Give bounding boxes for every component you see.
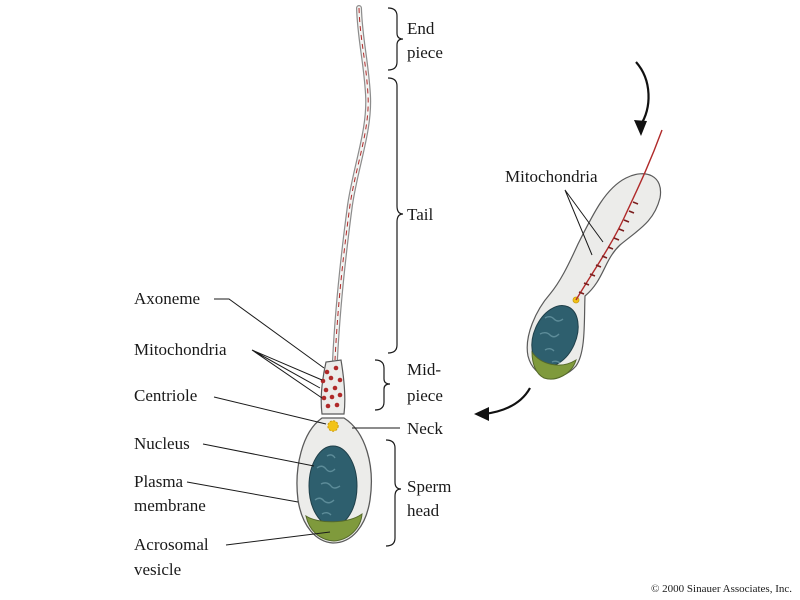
left-labels: Axoneme Mitochondria Centriole Nucleus P… — [134, 289, 331, 579]
neck-label: Neck — [407, 419, 443, 438]
arrow-head-left-icon — [474, 407, 489, 421]
mitochondria — [320, 365, 343, 409]
centriole — [327, 420, 339, 432]
mitochondria-label: Mitochondria — [134, 340, 227, 359]
sperm-head-label-line2: head — [407, 501, 440, 520]
end-piece-label-line2: piece — [407, 43, 443, 62]
acrosomal-vesicle-label-line2: vesicle — [134, 560, 181, 579]
curved-arrow-left-icon — [483, 387, 531, 416]
end-piece-bracket — [387, 7, 404, 71]
developing-mitochondria-label: Mitochondria — [505, 167, 598, 186]
nucleus — [308, 445, 358, 527]
spermatid-nucleus — [531, 305, 579, 367]
tail-label: Tail — [407, 205, 433, 224]
mature-sperm — [296, 5, 372, 544]
end-piece-label-line1: End — [407, 19, 435, 38]
spermatid-mitochondria — [578, 201, 639, 295]
plasma-membrane-label-line2: membrane — [134, 496, 206, 515]
sperm-head-label-line1: Sperm — [407, 477, 451, 496]
acrosomal-vesicle-label-line1: Acrosomal — [134, 535, 209, 554]
spermatid-acrosome — [531, 350, 577, 380]
developing-spermatid: Mitochondria — [474, 61, 663, 421]
centriole-label: Centriole — [134, 386, 197, 405]
region-brackets: End piece Tail Mid- piece Neck Sperm hea… — [352, 7, 451, 547]
sperm-head-bracket — [385, 439, 402, 547]
axoneme-label: Axoneme — [134, 289, 200, 308]
spermatid-flagellum — [575, 129, 663, 301]
midpiece-label-line2: piece — [407, 386, 443, 405]
copyright-notice: © 2000 Sinauer Associates, Inc. — [651, 583, 792, 595]
flagellum — [332, 5, 372, 363]
tail-bracket — [387, 77, 404, 354]
arrow-head-down-icon — [634, 120, 647, 136]
midpiece-bracket — [374, 359, 391, 411]
plasma-membrane-label-line1: Plasma — [134, 472, 184, 491]
midpiece-label-line1: Mid- — [407, 360, 441, 379]
curved-arrow-down-icon — [635, 61, 650, 127]
nucleus-label: Nucleus — [134, 434, 190, 453]
